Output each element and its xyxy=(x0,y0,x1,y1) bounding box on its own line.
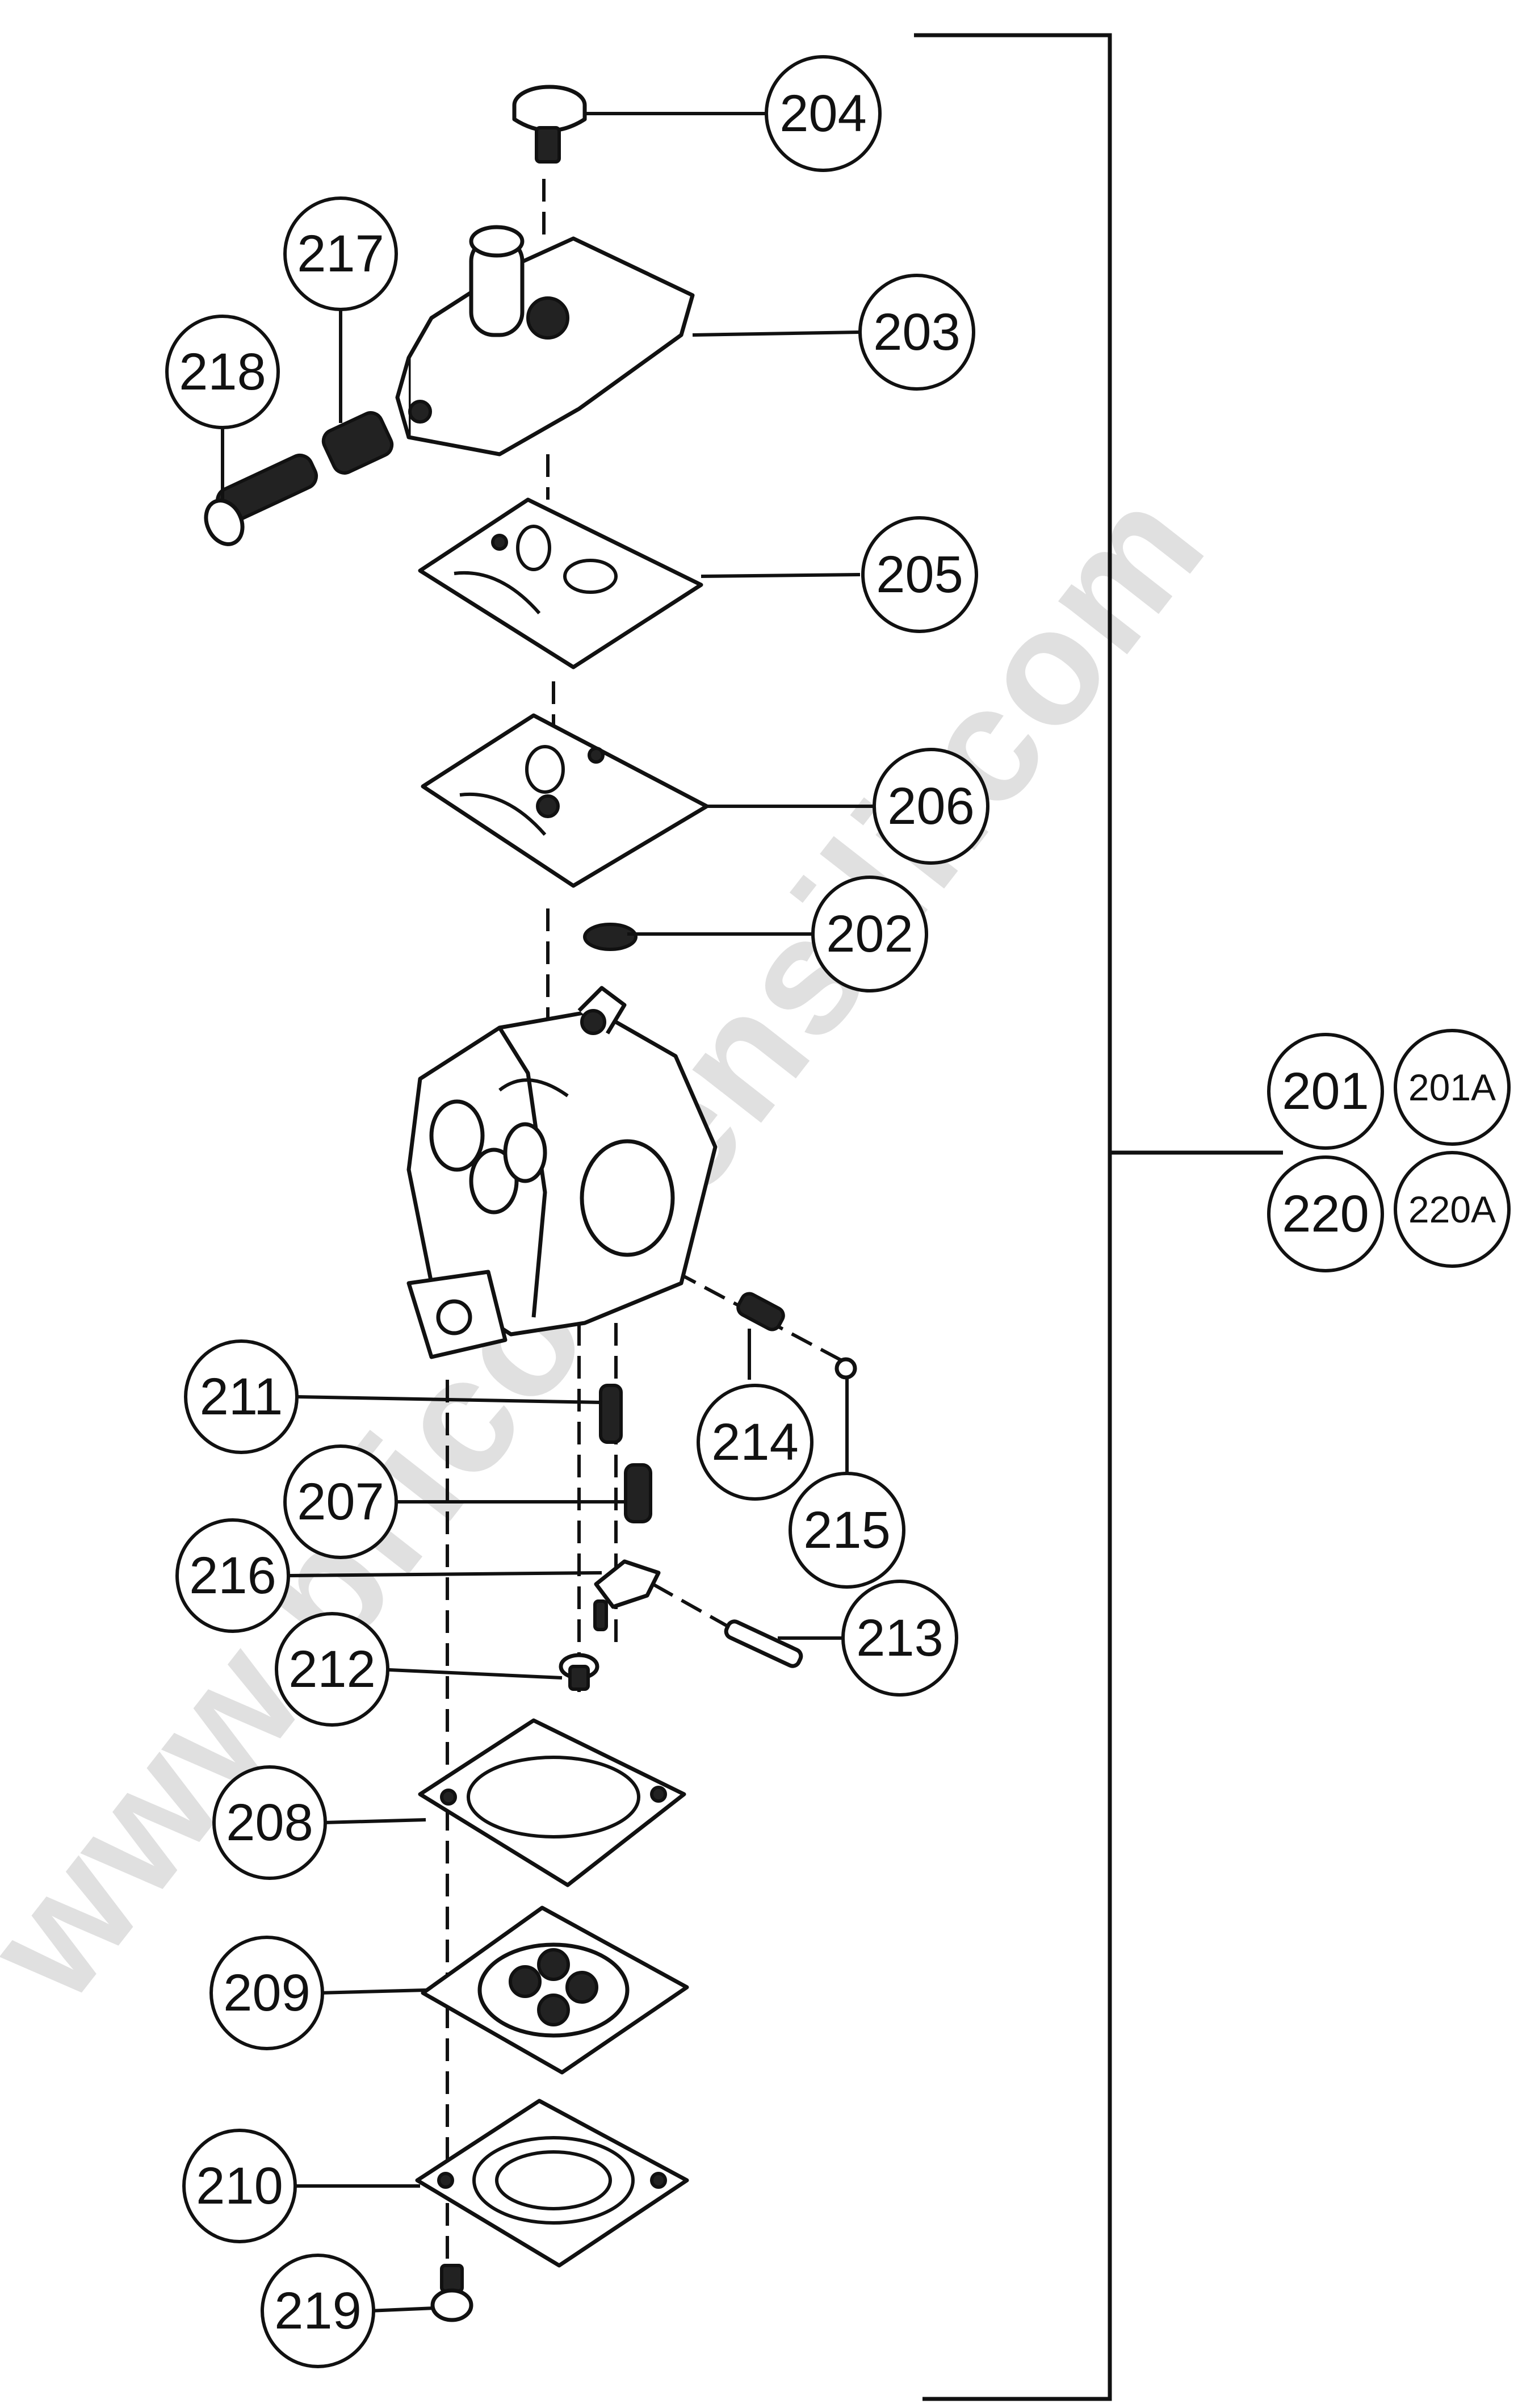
callout-204-label: 204 xyxy=(779,85,867,143)
callout-210-label: 210 xyxy=(196,2157,283,2215)
callout-201a: 201A xyxy=(1394,1029,1511,1146)
callout-214: 214 xyxy=(697,1384,813,1501)
callout-213: 213 xyxy=(841,1580,958,1697)
leader-lines xyxy=(221,112,874,2313)
callout-205-label: 205 xyxy=(876,546,963,604)
callout-201a-label: 201A xyxy=(1408,1066,1496,1108)
callout-203-label: 203 xyxy=(873,303,961,361)
callout-220a: 220A xyxy=(1394,1151,1511,1268)
part-203-cover xyxy=(395,225,695,457)
part-209-diaphragm xyxy=(421,1906,689,2075)
callout-207-label: 207 xyxy=(297,1473,384,1531)
callout-214-label: 214 xyxy=(711,1413,799,1471)
callout-212-label: 212 xyxy=(288,1640,376,1698)
part-219-screw xyxy=(430,2264,473,2322)
callout-206-label: 206 xyxy=(887,777,975,835)
assembly-bracket xyxy=(914,33,1283,2401)
part-212-screw xyxy=(559,1653,599,1691)
callout-220-label: 220 xyxy=(1282,1185,1369,1243)
callout-219: 219 xyxy=(261,2254,375,2368)
callout-220a-label: 220A xyxy=(1408,1188,1496,1230)
callout-208: 208 xyxy=(212,1765,327,1880)
part-218-screw xyxy=(204,454,318,546)
callout-202-label: 202 xyxy=(826,905,913,963)
callout-218: 218 xyxy=(165,315,280,429)
part-201-carburetor-body xyxy=(406,986,718,1359)
part-207-spring xyxy=(624,1463,652,1523)
part-202-ring xyxy=(583,923,638,951)
callout-209: 209 xyxy=(209,1936,324,2050)
part-216-lever xyxy=(593,1559,661,1631)
callout-216-label: 216 xyxy=(189,1547,276,1605)
part-217-spring xyxy=(321,411,394,475)
part-208-gasket xyxy=(418,1718,686,1887)
callout-201: 201 xyxy=(1267,1033,1384,1150)
callout-215-label: 215 xyxy=(803,1501,891,1559)
part-206-diaphragm xyxy=(421,713,709,888)
callout-208-label: 208 xyxy=(226,1794,313,1852)
part-205-gasket xyxy=(418,497,703,669)
part-214-needle xyxy=(736,1292,785,1331)
callout-211: 211 xyxy=(184,1339,299,1454)
callout-211-label: 211 xyxy=(200,1368,283,1426)
callout-218-label: 218 xyxy=(179,343,266,401)
callout-213-label: 213 xyxy=(856,1609,943,1667)
callout-217: 217 xyxy=(283,196,398,311)
part-215-ball xyxy=(835,1357,857,1380)
callout-209-label: 209 xyxy=(223,1964,311,2022)
part-204-screw xyxy=(512,85,587,164)
callout-201-label: 201 xyxy=(1282,1062,1369,1120)
callout-220: 220 xyxy=(1267,1155,1384,1272)
callout-210: 210 xyxy=(182,2129,297,2243)
callout-217-label: 217 xyxy=(297,225,384,283)
callout-212: 212 xyxy=(275,1612,389,1727)
part-213-shaft xyxy=(724,1619,803,1668)
callout-204: 204 xyxy=(765,55,882,172)
callout-206: 206 xyxy=(873,748,989,865)
callout-205: 205 xyxy=(861,516,978,633)
part-211-pin xyxy=(599,1384,623,1444)
part-210-cover xyxy=(415,2099,689,2268)
assembly-axes xyxy=(446,179,847,2283)
callout-207: 207 xyxy=(283,1444,398,1559)
callout-219-label: 219 xyxy=(274,2282,362,2340)
callout-202: 202 xyxy=(811,876,928,992)
callout-203: 203 xyxy=(858,274,975,391)
callout-216: 216 xyxy=(175,1518,290,1633)
callout-215: 215 xyxy=(789,1472,905,1589)
